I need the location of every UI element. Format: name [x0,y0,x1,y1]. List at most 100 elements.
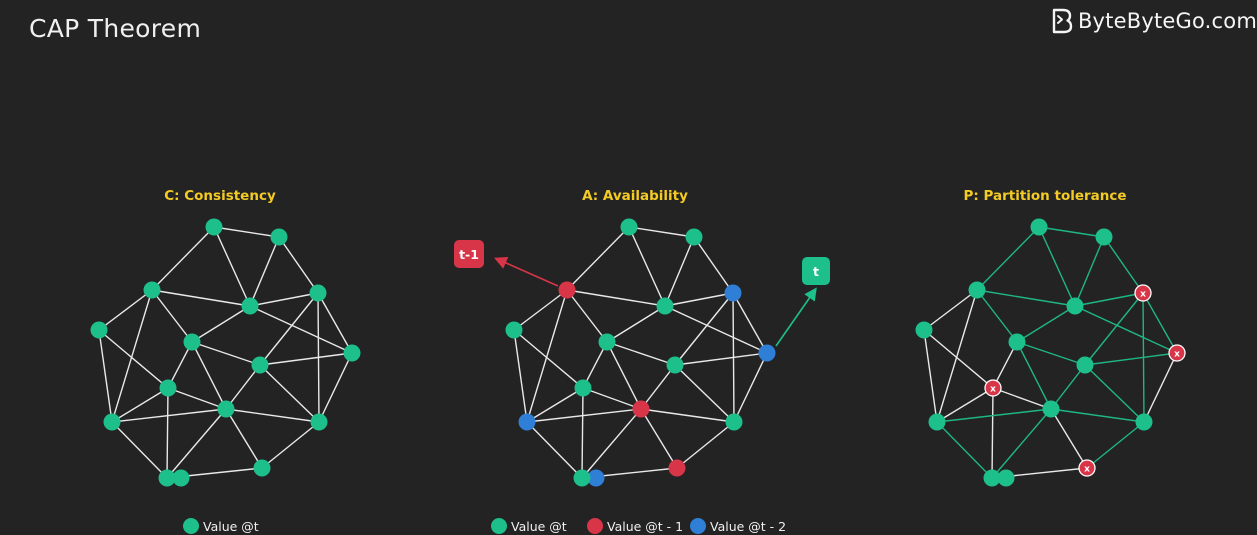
failed-node [1168,344,1186,362]
graph-node [518,413,536,431]
panel-consistency-edges [98,226,353,479]
graph-edge [1103,236,1144,294]
graph-edge [259,292,319,366]
graph-node [159,379,177,397]
graph-edge [151,226,215,291]
graph-edge [628,226,695,238]
graph-edge [213,226,251,307]
graph-node [558,281,576,299]
graph-node [758,344,776,362]
graph-edge [1050,408,1088,469]
graph-edge [1086,421,1145,469]
graph-edge [1084,364,1145,423]
graph-edge [98,329,169,389]
graph-node [725,413,743,431]
graph-edge [664,305,768,354]
graph-node [253,459,271,477]
graph-node [668,459,686,477]
failed-node-marker: x [1174,350,1180,360]
graph-node [574,379,592,397]
graph-edge [191,341,261,366]
panel-availability-edges [513,226,768,479]
graph-edge [111,289,153,423]
legend-swatch-current [183,518,199,534]
graph-edge [151,289,193,343]
legend-swatch-previous [587,518,603,534]
graph-edge [513,289,568,331]
legend-label-previous: Value @t - 1 [607,519,683,534]
graph-edge [664,292,734,307]
graph-node [1076,356,1094,374]
legend-label-older: Value @t - 2 [710,519,786,534]
graph-node [251,356,269,374]
graph-edge [111,421,168,479]
graph-edge [693,236,734,294]
graph-node [632,400,650,418]
graph-edge [225,364,261,410]
graph-node [573,469,591,487]
graph-edge [566,289,608,343]
graph-node [656,297,674,315]
graph-edge [1016,341,1086,366]
fresh-read-arrow [775,287,817,347]
graph-node [983,469,1001,487]
graph-edge [167,387,227,410]
panel-availability-nodes [505,218,776,487]
legend-swatch-current [491,518,507,534]
graph-edge [923,329,994,389]
graph-node [241,297,259,315]
graph-edge [98,289,153,331]
callout-t-minus-1-label: t-1 [459,247,479,262]
panel-consistency-nodes [90,218,361,487]
graph-node [143,281,161,299]
graph-node [1066,297,1084,315]
graph-edge [640,408,735,423]
graph-edge [317,292,353,354]
graph-edge [733,352,768,423]
brand-logo: ByteByteGo.com [1051,8,1257,34]
graph-edge [674,352,768,366]
graph-edge [1074,305,1178,354]
graph-edge [1074,292,1144,307]
graph-node [620,218,638,236]
panel-consistency: C: Consistency Value @t [90,188,361,534]
graph-node [1030,218,1048,236]
graph-edge [936,421,993,479]
graph-edge [526,408,642,423]
graph-edge [151,289,251,307]
panel-partition-edges [923,226,1178,479]
failed-node-marker: x [1084,465,1090,475]
graph-edge [581,408,642,479]
graph-edge [606,341,676,366]
brand-name: ByteByteGo.com [1077,9,1257,33]
graph-edge [526,289,568,423]
graph-edge [1038,226,1076,307]
graph-edge [582,341,608,389]
graph-edge [582,387,642,410]
graph-edge [167,341,193,389]
panel-availability: A: Availability t-1 t Value @t Value @t … [454,188,830,534]
graph-edge [936,387,994,423]
graph-edge [923,289,978,331]
graph-node [1008,333,1026,351]
graph-edge [259,352,353,366]
graph-edge [566,226,630,291]
graph-edge [976,226,1040,291]
graph-edge [513,329,584,389]
graph-node [90,321,108,339]
graph-edge [98,329,113,423]
panel-title-availability: A: Availability [582,188,688,204]
failed-node [1078,459,1096,477]
graph-edge [640,364,676,410]
panel-title-consistency: C: Consistency [164,188,276,204]
graph-edge [992,387,1052,410]
graph-edge [566,289,666,307]
graph-edge [606,341,642,410]
graph-edge [259,364,320,423]
graph-node [724,284,742,302]
graph-edge [213,226,280,238]
graph-edge [991,408,1052,479]
graph-edge [1016,305,1076,343]
legend-label-current: Value @t [511,519,567,534]
